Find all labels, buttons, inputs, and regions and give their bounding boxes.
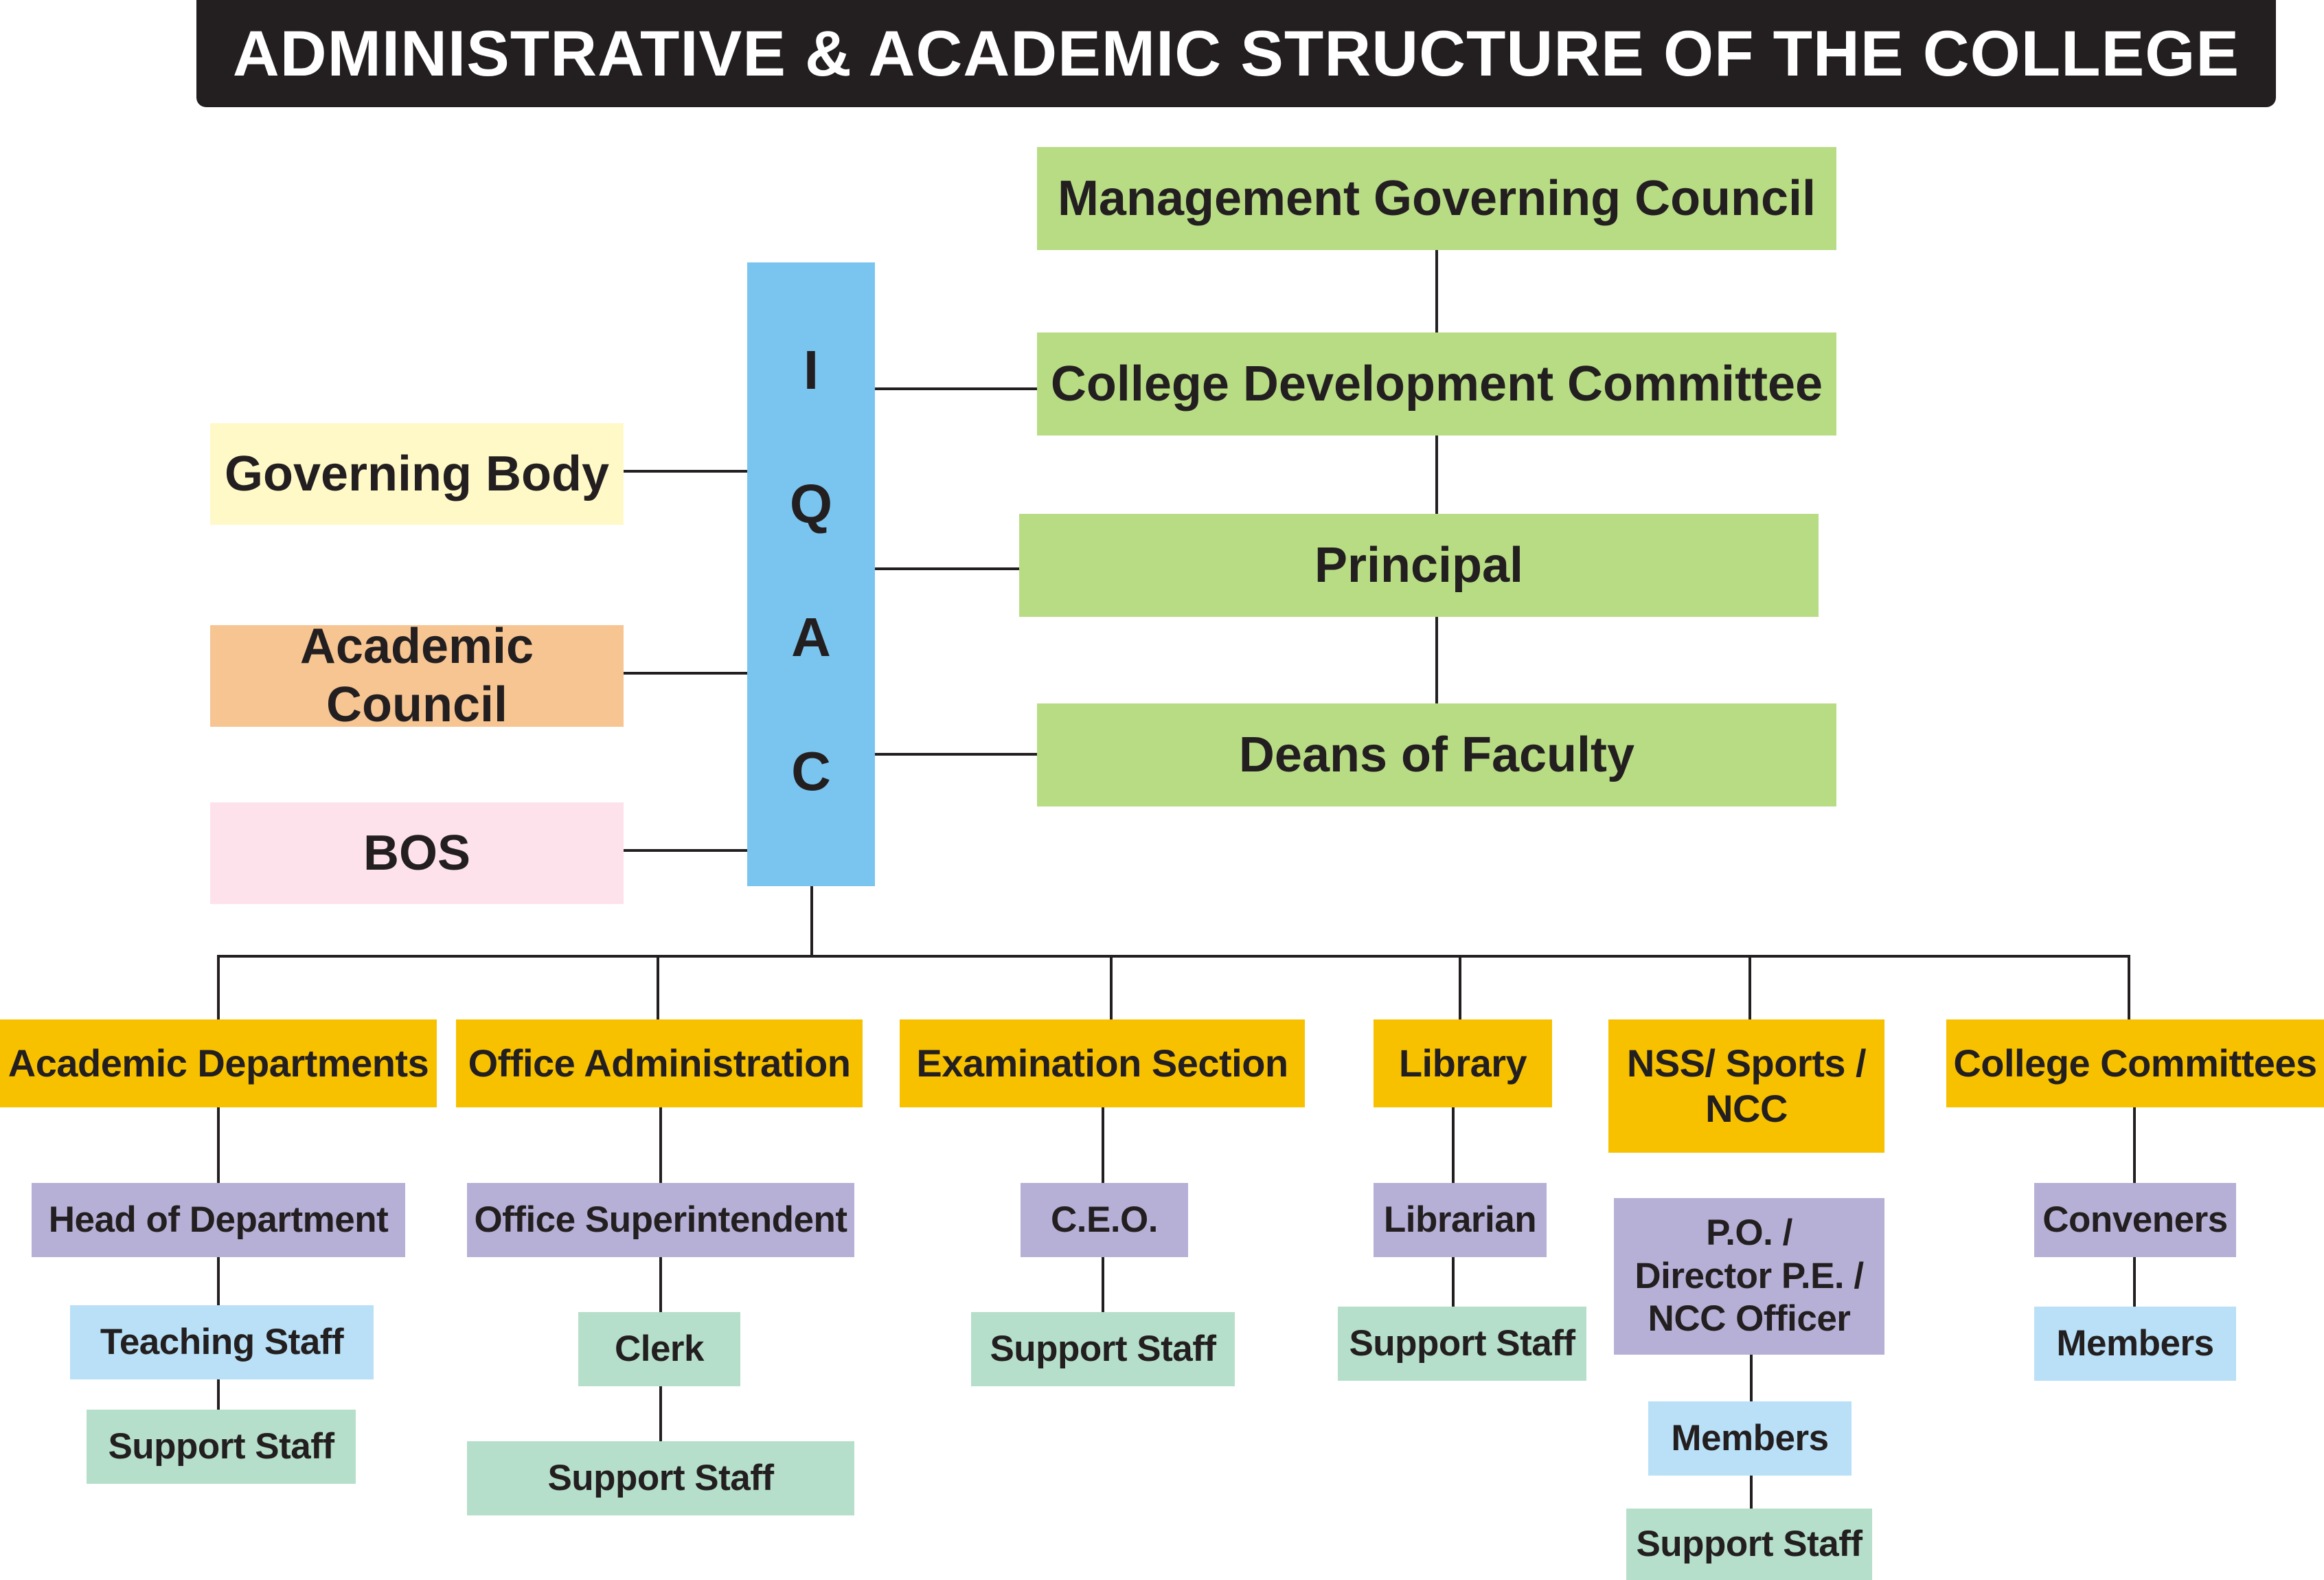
connector-exam-2 [1102,1257,1104,1312]
connector-office-3 [659,1386,662,1441]
connector-committees-1 [2133,1107,2136,1183]
iqac-letter-c: C [791,740,831,802]
nss-sports-ncc-box: NSS/ Sports / NCC [1608,1019,1884,1153]
connector-distribution-bar [217,955,2130,958]
connector-academic-council-iqac [624,672,747,675]
connector-library-2 [1452,1257,1455,1307]
connector-office-1 [659,1107,662,1183]
academic-council-box: Academic Council [210,619,624,732]
director-pe-line: Director P.E. / [1634,1255,1864,1296]
governing-body-box: Governing Body [210,423,624,525]
connector-drop-exam [1110,955,1113,1021]
connector-nss-2 [1750,1476,1753,1509]
office-support-staff-box: Support Staff [467,1441,854,1515]
connector-committees-2 [2133,1257,2136,1307]
connector-library-1 [1452,1107,1455,1183]
conveners-box: Conveners [2034,1183,2236,1257]
librarian-box: Librarian [1374,1183,1547,1257]
exam-support-staff-box: Support Staff [971,1312,1235,1386]
connector-iqac-down [810,886,813,956]
management-governing-council-box: Management Governing Council [1037,147,1836,250]
connector-academic-1 [217,1107,220,1183]
nss-members-box: Members [1648,1401,1852,1476]
academic-support-staff-box: Support Staff [87,1410,356,1484]
library-support-staff-box: Support Staff [1338,1307,1586,1381]
connector-office-2 [659,1257,662,1312]
iqac-box: I Q A C [747,262,875,886]
principal-box: Principal [1019,514,1819,617]
connector-nss-1 [1750,1355,1753,1401]
connector-mgc-cdc [1435,250,1438,332]
examination-section-box: Examination Section [900,1019,1305,1107]
deans-of-faculty-box: Deans of Faculty [1037,703,1836,806]
connector-iqac-principal [875,567,1037,570]
connector-drop-committees [2128,955,2130,1021]
college-committees-box: College Committees [1946,1019,2324,1107]
connector-drop-office [657,955,659,1021]
nss-support-staff-box: Support Staff [1626,1509,1872,1580]
connector-governing-body-iqac [624,470,747,473]
nss-sports-ncc-line1: NSS/ Sports / [1626,1041,1867,1085]
connector-cdc-principal [1435,436,1438,514]
connector-drop-nss [1748,955,1751,1021]
head-of-department-box: Head of Department [32,1183,405,1257]
clerk-box: Clerk [578,1312,740,1386]
connector-iqac-cdc [875,387,1037,390]
office-superintendent-box: Office Superintendent [467,1183,854,1257]
committee-members-box: Members [2034,1307,2236,1381]
iqac-letter-a: A [791,607,831,668]
college-development-committee-box: College Development Committee [1037,332,1836,436]
bos-box: BOS [210,802,624,904]
connector-principal-deans [1435,617,1438,703]
connector-drop-academic [217,955,220,1021]
ceo-box: C.E.O. [1021,1183,1188,1257]
nss-sports-ncc-line2: NCC [1705,1087,1788,1130]
office-administration-box: Office Administration [456,1019,863,1107]
teaching-staff-box: Teaching Staff [70,1305,374,1379]
connector-academic-2 [217,1257,220,1305]
connector-exam-1 [1102,1107,1104,1183]
library-box: Library [1374,1019,1552,1107]
connector-iqac-deans [875,753,1037,756]
po-director-ncc-officer-box: P.O. / Director P.E. / NCC Officer [1614,1198,1884,1355]
connector-academic-3 [217,1379,220,1410]
academic-departments-box: Academic Departments [0,1019,437,1107]
chart-title: ADMINISTRATIVE & ACADEMIC STRUCTURE OF T… [196,0,2276,107]
po-line: P.O. / [1706,1212,1792,1254]
connector-drop-library [1459,955,1461,1021]
iqac-letter-i: I [803,339,819,400]
connector-bos-iqac [624,849,747,852]
iqac-letter-q: Q [789,473,833,534]
ncc-officer-line: NCC Officer [1648,1298,1851,1340]
